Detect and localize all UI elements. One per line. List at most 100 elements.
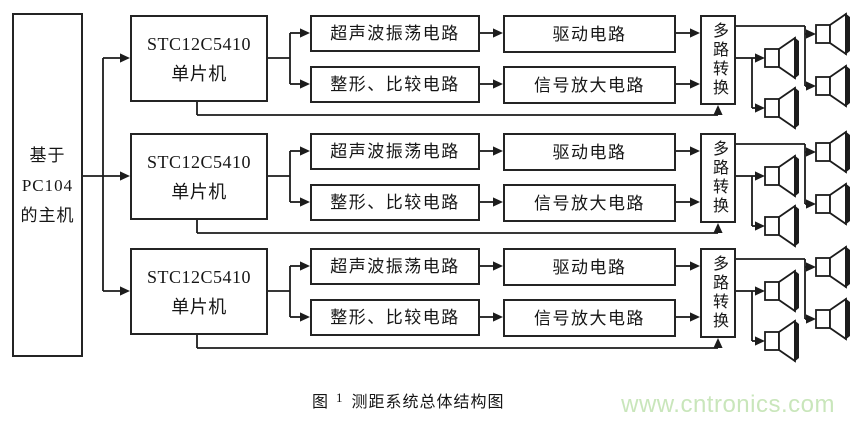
arrowhead-icon	[690, 261, 700, 271]
arrowhead-icon	[493, 197, 503, 207]
transducer-rim-icon	[845, 65, 850, 107]
arrowhead-icon	[300, 197, 310, 207]
transducer-rim-icon	[845, 298, 850, 340]
arrowhead-icon	[806, 199, 816, 209]
host-label-line3: 的主机	[20, 205, 75, 225]
transducer-speaker-icon	[815, 309, 831, 329]
transducer-rim-icon	[845, 131, 850, 173]
transducer-rim-icon	[845, 13, 850, 55]
multiplexer-box: 多路转换	[700, 248, 736, 338]
transducer-rim-icon	[794, 37, 799, 79]
oscillator-box: 超声波振荡电路	[310, 15, 480, 52]
arrowhead-icon	[300, 146, 310, 156]
transducer-speaker-icon	[764, 281, 780, 301]
mcu-box: STC12C5410 单片机	[130, 248, 268, 335]
watermark: www.cntronics.com	[621, 391, 835, 418]
mcu-type-label: 单片机	[171, 296, 227, 317]
transducer-rim-icon	[845, 183, 850, 225]
figure-label: 图	[312, 394, 330, 411]
figure-title: 测距系统总体结构图	[351, 394, 505, 411]
transducer-horn-icon	[829, 182, 847, 226]
arrowhead-icon	[300, 312, 310, 322]
arrowhead-icon	[806, 81, 816, 91]
arrowhead-icon	[493, 312, 503, 322]
transducer-rim-icon	[794, 155, 799, 197]
mcu-type-label: 单片机	[171, 181, 227, 202]
figure-caption: 图 1 测距系统总体结构图	[312, 388, 505, 412]
arrowhead-icon	[120, 171, 130, 181]
arrowhead-icon	[755, 221, 765, 231]
host-box: 基于 PC104 的主机	[12, 13, 83, 357]
transducer-horn-icon	[829, 12, 847, 56]
shaper-comparator-box: 整形、比较电路	[310, 184, 480, 221]
transducer-speaker-icon	[764, 98, 780, 118]
arrowhead-icon	[755, 53, 765, 63]
arrowhead-icon	[300, 28, 310, 38]
transducer-rim-icon	[794, 270, 799, 312]
oscillator-box: 超声波振荡电路	[310, 133, 480, 170]
driver-box: 驱动电路	[503, 15, 676, 53]
multiplexer-box: 多路转换	[700, 15, 736, 105]
mcu-type-label: 单片机	[171, 63, 227, 84]
arrowhead-icon	[806, 29, 816, 39]
arrowhead-icon	[493, 79, 503, 89]
transducer-horn-icon	[778, 86, 796, 130]
transducer-rim-icon	[794, 205, 799, 247]
transducer-horn-icon	[778, 204, 796, 248]
host-label-line2: PC104	[21, 175, 74, 195]
shaper-comparator-box: 整形、比较电路	[310, 299, 480, 336]
transducer-speaker-icon	[815, 257, 831, 277]
arrowhead-icon	[493, 28, 503, 38]
arrowhead-icon	[690, 197, 700, 207]
arrowhead-icon	[300, 261, 310, 271]
transducer-speaker-icon	[764, 331, 780, 351]
mcu-box: STC12C5410 单片机	[130, 133, 268, 220]
transducer-speaker-icon	[764, 166, 780, 186]
arrowhead-icon	[300, 79, 310, 89]
shaper-comparator-box: 整形、比较电路	[310, 66, 480, 103]
arrowhead-icon	[755, 336, 765, 346]
arrowhead-icon	[690, 312, 700, 322]
transducer-rim-icon	[794, 87, 799, 129]
arrowhead-icon	[120, 53, 130, 63]
transducer-speaker-icon	[815, 24, 831, 44]
transducer-rim-icon	[845, 246, 850, 288]
transducer-speaker-icon	[815, 76, 831, 96]
mcu-model-label: STC12C5410	[146, 266, 252, 287]
transducer-horn-icon	[778, 154, 796, 198]
arrowhead-icon	[690, 79, 700, 89]
arrowhead-icon	[713, 338, 723, 348]
transducer-horn-icon	[778, 36, 796, 80]
arrowhead-icon	[713, 105, 723, 115]
arrowhead-icon	[806, 262, 816, 272]
driver-box: 驱动电路	[503, 248, 676, 286]
arrowhead-icon	[493, 146, 503, 156]
transducer-horn-icon	[829, 297, 847, 341]
transducer-horn-icon	[829, 130, 847, 174]
transducer-horn-icon	[829, 245, 847, 289]
arrowhead-icon	[493, 261, 503, 271]
host-label-line1: 基于	[29, 145, 66, 165]
arrowhead-icon	[120, 286, 130, 296]
arrowhead-icon	[713, 223, 723, 233]
figure-number: 1	[336, 390, 343, 405]
amplifier-box: 信号放大电路	[503, 299, 676, 337]
arrowhead-icon	[755, 171, 765, 181]
multiplexer-box: 多路转换	[700, 133, 736, 223]
amplifier-box: 信号放大电路	[503, 184, 676, 222]
transducer-speaker-icon	[764, 216, 780, 236]
arrowhead-icon	[690, 146, 700, 156]
transducer-horn-icon	[829, 64, 847, 108]
arrowhead-icon	[806, 147, 816, 157]
transducer-horn-icon	[778, 269, 796, 313]
transducer-horn-icon	[778, 319, 796, 363]
transducer-speaker-icon	[815, 142, 831, 162]
mcu-model-label: STC12C5410	[146, 151, 252, 172]
amplifier-box: 信号放大电路	[503, 66, 676, 104]
arrowhead-icon	[806, 314, 816, 324]
driver-box: 驱动电路	[503, 133, 676, 171]
transducer-speaker-icon	[815, 194, 831, 214]
arrowhead-icon	[755, 103, 765, 113]
